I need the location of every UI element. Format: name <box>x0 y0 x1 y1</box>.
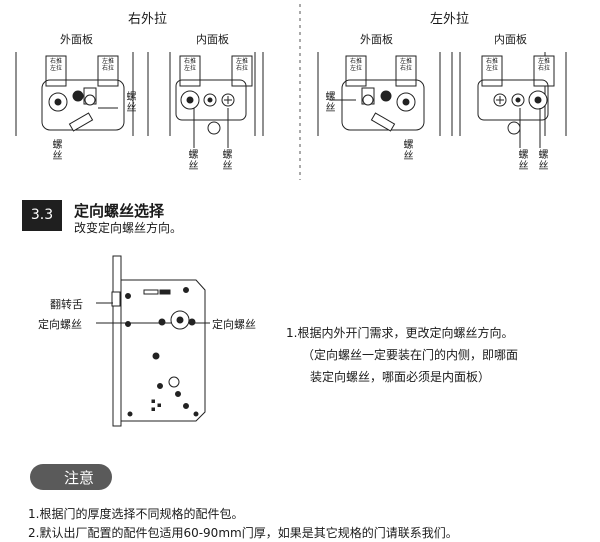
section-subtitle: 改变定向螺丝方向。 <box>74 221 183 235</box>
outer-panel-label-1: 外面板 <box>60 33 93 46</box>
panel-tag: 右推左拉 <box>485 58 498 72</box>
screw-label: 螺丝 <box>52 140 63 162</box>
instruction-line-2: （定向螺丝一定要装在门的内侧，即哪面 <box>302 348 519 362</box>
panel-left-outer <box>317 52 441 136</box>
inner-panel-label-1: 内面板 <box>196 33 229 46</box>
panel-right-inner <box>147 52 264 148</box>
instruction-line-3: 装定向螺丝，哪面必须是内面板） <box>310 370 491 384</box>
panel-tag: 左推右拉 <box>399 58 412 72</box>
screw-label: 螺丝 <box>403 140 414 162</box>
screw-label: 螺丝 <box>188 150 199 172</box>
inner-panel-label-2: 内面板 <box>494 33 527 46</box>
notice-badge: 注意 <box>30 464 112 490</box>
outer-panel-label-2: 外面板 <box>360 33 393 46</box>
panel-tag: 左推右拉 <box>537 58 550 72</box>
panel-left-inner <box>451 52 567 148</box>
notice-label: 注意 <box>64 469 95 487</box>
screw-label: 螺丝 <box>325 92 336 114</box>
panel-tag: 右推左拉 <box>349 58 362 72</box>
panel-tag: 右推左拉 <box>49 58 62 72</box>
right-outer-title: 右外拉 <box>128 12 168 27</box>
section-title: 定向螺丝选择 <box>74 202 165 220</box>
screw-label: 螺丝 <box>126 92 137 114</box>
notice-item-2: 2.默认出厂配置的配件包适用60-90mm门厚，如果是其它规格的门请联系我们。 <box>28 526 458 540</box>
panel-tag: 左推右拉 <box>235 58 248 72</box>
directional-screw-label-right: 定向螺丝 <box>212 318 256 331</box>
panel-tag: 左推右拉 <box>101 58 114 72</box>
section-number-badge: 3.3 <box>22 200 62 231</box>
screw-label: 螺丝 <box>538 150 549 172</box>
screw-label: 螺丝 <box>222 150 233 172</box>
flip-tongue-label: 翻转舌 <box>50 298 83 311</box>
screw-label: 螺丝 <box>518 150 529 172</box>
directional-screw-label-left: 定向螺丝 <box>38 318 82 331</box>
notice-item-1: 1.根据门的厚度选择不同规格的配件包。 <box>28 507 244 521</box>
panel-right-outer <box>15 52 134 136</box>
left-outer-title: 左外拉 <box>430 12 470 27</box>
instruction-line-1: 1.根据内外开门需求，更改定向螺丝方向。 <box>286 326 514 340</box>
lock-body <box>96 255 210 427</box>
panel-tag: 右推左拉 <box>183 58 196 72</box>
